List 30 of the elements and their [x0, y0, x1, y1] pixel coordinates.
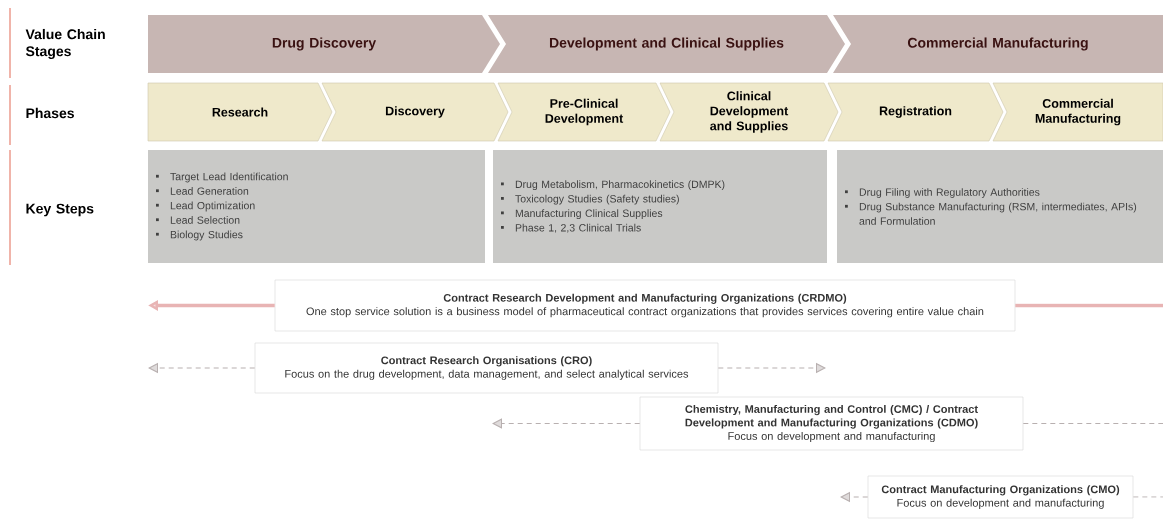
organization-box: Chemistry, Manufacturing and Control (CMC) / Contract Development and Manufacturing Organizations (CDMO) Focus on development and manufacturing	[639, 396, 1024, 451]
phase-banner: Clinical Development and Supplies	[659, 82, 839, 142]
node-label: Commercial Manufacturing	[907, 37, 1088, 51]
phase-banner: Registration	[827, 82, 1004, 142]
phase-banner: Pre-Clinical Development	[497, 82, 671, 142]
key-steps-box: Drug Filing with Regulatory Authorities Drug Substance Manufacturing (RSM, intermediates, APIs) and Formulation	[837, 150, 1163, 263]
phase-banner: Discovery	[321, 82, 509, 142]
phase-banner: Research	[147, 82, 333, 142]
organization-box: Contract Manufacturing Organizations (CMO) Focus on development and manufacturing	[867, 475, 1134, 519]
stage-banner: Drug Discovery	[148, 15, 500, 73]
connector-line	[1022, 423, 1163, 424]
row-label: Value Chain Stages	[25, 28, 105, 60]
node-label: Development and Clinical Supplies	[549, 37, 784, 51]
node-label: Commercial Manufacturing	[1035, 98, 1121, 126]
stage-banner: Commercial Manufacturing	[833, 15, 1163, 73]
connector-line	[1015, 303, 1163, 308]
phase-banner: Commercial Manufacturing	[992, 82, 1163, 142]
arrow	[840, 492, 869, 502]
key-steps-box: Drug Metabolism, Pharmacokinetics (DMPK) Toxicology Studies (Safety studies) Manufacturing Clinical Supplies Phase 1, 2,3 Clinical Trials	[493, 150, 827, 263]
connector-line	[1132, 496, 1163, 498]
node-label: Drug Discovery	[272, 37, 377, 51]
organization-box: Contract Research Development and Manufacturing Organizations (CRDMO) One stop service solution is a business model of pharmaceutical contract organizations that provides services covering entire value chain	[274, 279, 1016, 332]
row-label: Key Steps	[26, 203, 94, 217]
arrow	[492, 418, 641, 429]
stage-banner: Development and Clinical Supplies	[488, 15, 845, 73]
key-steps-box: Target Lead Identification Lead Generation Lead Optimization Lead Selection Biology Studies	[148, 150, 485, 263]
organization-box: Contract Research Organisations (CRO) Focus on the drug development, data management, and select analytical services	[254, 342, 719, 394]
arrow	[717, 363, 826, 373]
row-label: Phases	[26, 107, 74, 119]
arrow	[148, 363, 256, 373]
